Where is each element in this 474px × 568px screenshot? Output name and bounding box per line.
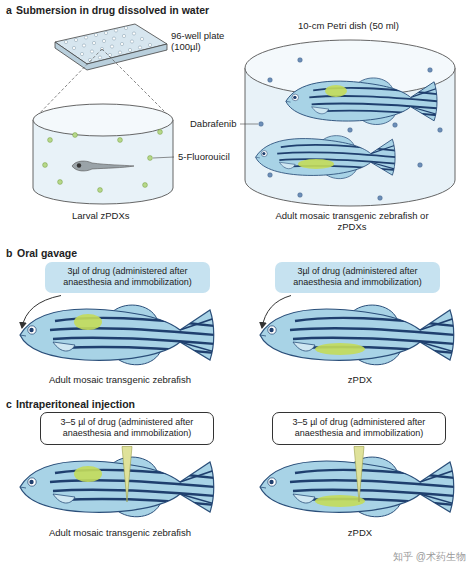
model-label: Larval zPDXs xyxy=(72,210,130,221)
drug-label: 5-Fluorouicil xyxy=(178,151,230,162)
panel-title: Intraperitoneal injection xyxy=(16,398,135,411)
part-label: 96-well plate (100µl) xyxy=(171,30,235,53)
part-label: 10-cm Petri dish (50 ml) xyxy=(298,20,399,31)
model-label: Adult mosaic transgenic zebrafish xyxy=(15,527,225,538)
callout-text: 3µl of drug (administered after anaesthe… xyxy=(281,266,434,289)
callout-box: 3µl of drug (administered after anaesthe… xyxy=(45,262,210,293)
panel-letter: b xyxy=(6,247,12,260)
panel-title: Submersion in drug dissolved in water xyxy=(16,4,209,17)
panel-letter: a xyxy=(6,4,12,17)
model-label: Adult mosaic transgenic zebrafish or zPD… xyxy=(262,210,442,233)
model-label: Adult mosaic transgenic zebrafish xyxy=(15,374,225,385)
callout-box: 3µl of drug (administered after anaesthe… xyxy=(275,262,440,293)
drug-label: Dabrafenib xyxy=(190,118,236,129)
callout-box: 3–5 µl of drug (administered after anaes… xyxy=(272,412,446,445)
model-label: zPDX xyxy=(255,374,465,385)
watermark: 知乎 @术药生物 xyxy=(340,551,466,563)
callout-text: 3µl of drug (administered after anaesthe… xyxy=(51,266,204,289)
callout-text: 3–5 µl of drug (administered after anaes… xyxy=(47,417,207,440)
callout-text: 3–5 µl of drug (administered after anaes… xyxy=(279,417,439,440)
panel-title: Oral gavage xyxy=(17,247,77,260)
callout-box: 3–5 µl of drug (administered after anaes… xyxy=(40,412,214,445)
model-label: zPDX xyxy=(255,527,465,538)
panel-letter: c xyxy=(6,398,12,411)
